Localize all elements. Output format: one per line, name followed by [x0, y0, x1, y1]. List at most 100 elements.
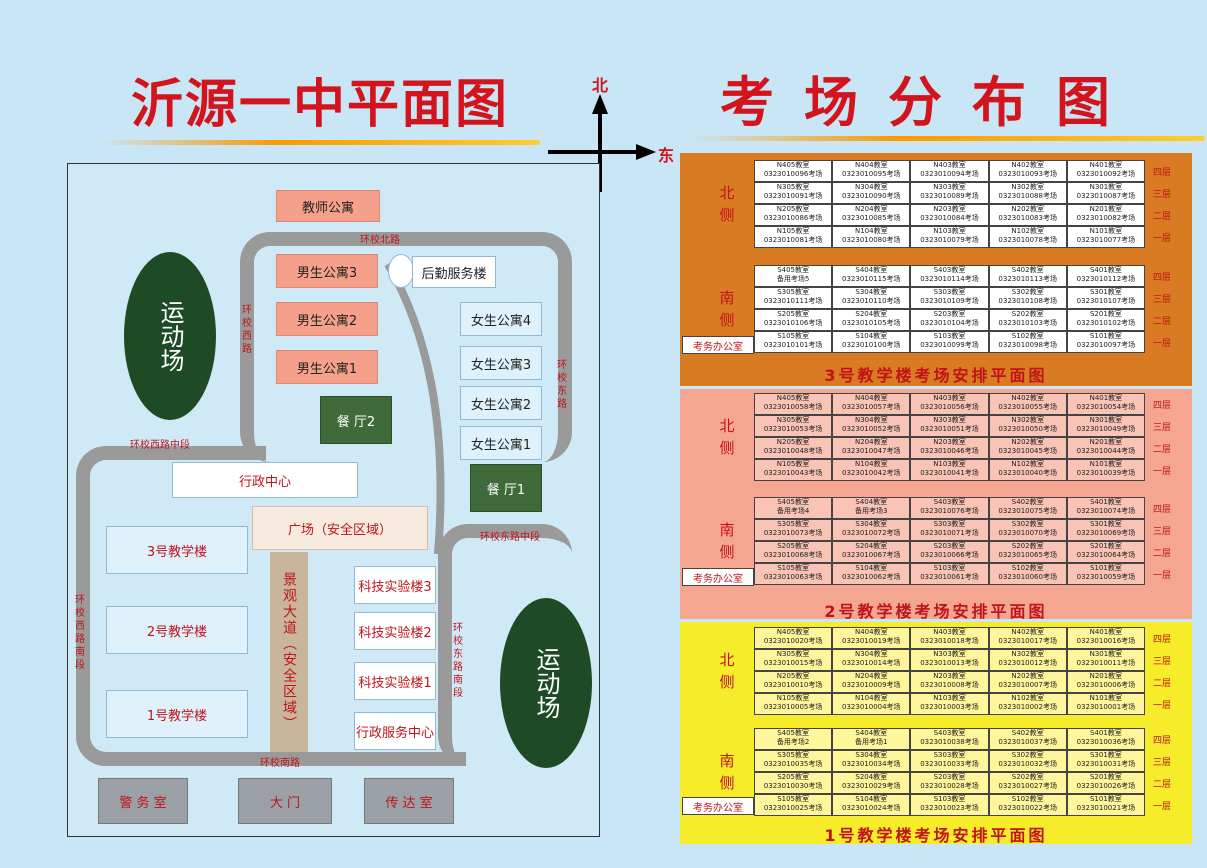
- b1-south-floor-label: 一层: [1152, 802, 1171, 812]
- b1-north-floor-label: 二层: [1152, 679, 1171, 689]
- b3-north-label: 北侧: [719, 184, 735, 224]
- teacher-apartment: 教师公寓: [276, 190, 380, 222]
- north-label: 北: [592, 76, 609, 95]
- b2-north-label: 北侧: [719, 417, 735, 457]
- science-lab-2: 科技实验楼2: [354, 612, 436, 650]
- b3-south-label: 南侧: [719, 289, 735, 329]
- east-label: 东: [658, 146, 675, 165]
- exam-room-cell: S404教室备用考场1: [832, 728, 911, 750]
- admin-center: 行政中心: [172, 462, 358, 498]
- science-lab-3: 科技实验楼3: [354, 566, 436, 604]
- b1-north-label: 北侧: [719, 651, 735, 691]
- girls-apartment-2: 女生公寓2: [460, 386, 542, 420]
- campus-map: 环校北路 环校西路 环校西路中段 环校西路南段 环校东路 环校东路中段 环校东路…: [67, 163, 600, 837]
- admin-service-center: 行政服务中心: [354, 712, 436, 750]
- b2-south-floor-label: 三层: [1152, 527, 1171, 537]
- canteen-2: 餐 厅2: [320, 396, 392, 444]
- right-title-underline: [690, 136, 1205, 141]
- b2-south-floor-label: 二层: [1152, 549, 1171, 559]
- b2-south-label: 南侧: [719, 521, 735, 561]
- road-north-label: 环校北路: [360, 235, 400, 246]
- canteen-1: 餐 厅1: [470, 464, 542, 512]
- road-east-south-label: 环校东路南段: [453, 623, 463, 699]
- b1-south-floor-label: 三层: [1152, 758, 1171, 768]
- inner-road: [384, 262, 445, 555]
- campus-map-title: 沂源一中平面图: [130, 75, 509, 135]
- ring-road-east-south-section: [438, 524, 572, 766]
- reception-room: 传 达 室: [364, 778, 454, 824]
- science-lab-1: 科技实验楼1: [354, 662, 436, 700]
- b2-south-floor-label: 一层: [1152, 571, 1171, 581]
- b2-north-floor-label: 二层: [1152, 445, 1171, 455]
- b1-north-floor-label: 三层: [1152, 657, 1171, 667]
- b2-north-floor-label: 三层: [1152, 423, 1171, 433]
- b3-north-floor-label: 四层: [1152, 168, 1171, 178]
- b2-north-floor-label: 四层: [1152, 401, 1171, 411]
- road-east-middle-label: 环校东路中段: [480, 532, 540, 543]
- logistics-building: 后勤服务楼: [412, 256, 496, 288]
- b3-north-floor-label: 一层: [1152, 234, 1171, 244]
- sports-field-left: 运动场: [124, 252, 216, 420]
- road-west-middle-label: 环校西路中段: [130, 440, 190, 451]
- b3-south-floor-label: 三层: [1152, 295, 1171, 305]
- b3-panel-title: 3号教学楼考场安排平面图: [824, 366, 1048, 385]
- boys-apartment-2: 男生公寓2: [276, 302, 378, 336]
- road-south-label: 环校南路: [260, 758, 300, 769]
- police-room: 警 务 室: [98, 778, 188, 824]
